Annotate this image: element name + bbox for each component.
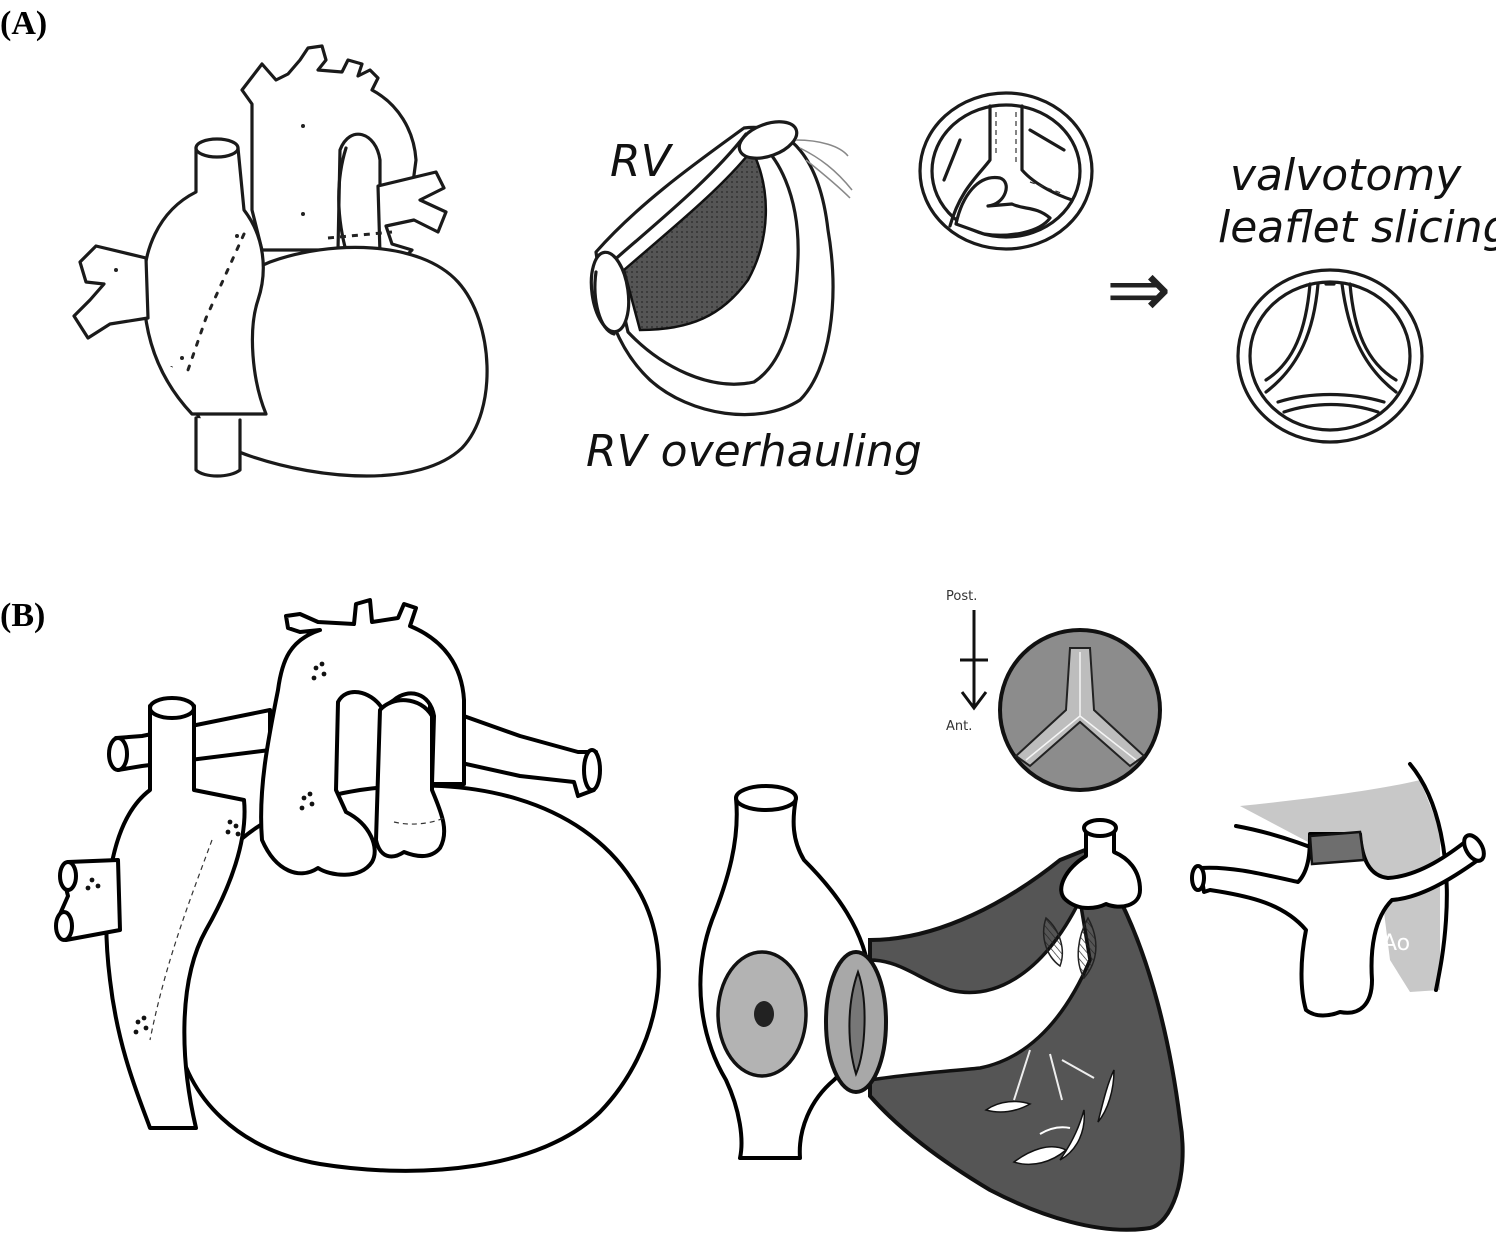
- papillary-slit-1: [984, 1100, 1032, 1113]
- inferior-vena-cava: [194, 416, 242, 478]
- heart-illustration-b: [54, 598, 661, 1173]
- left-pulmonary-artery: [428, 702, 598, 798]
- orientation-ant-label: Ant.: [946, 719, 972, 734]
- opened-valve-after: valvotomy leaflet slicing: [1218, 150, 1496, 444]
- rv-overhauling-sketch: RV RV overhauling: [586, 120, 922, 477]
- orientation-indicator: Post. Ant.: [946, 589, 988, 734]
- hatched-muscle-2: [1077, 916, 1097, 980]
- rv-stipple: [622, 147, 767, 332]
- pa-label: PA: [1312, 931, 1339, 956]
- papillary-slit-4: [1097, 1069, 1115, 1123]
- pulmonary-valve-view: [998, 628, 1162, 792]
- panel-b: (B): [0, 589, 1486, 1232]
- main-pulmonary-artery: [374, 698, 447, 859]
- superior-vena-cava: [141, 146, 268, 416]
- ao-label: Ao: [1382, 931, 1410, 956]
- great-vessels-inset: PA Ao: [1190, 762, 1486, 1018]
- stenotic-valve-before: [918, 91, 1094, 251]
- aortic-arch: [240, 44, 418, 252]
- fused-leaflet: [954, 176, 1052, 237]
- hatched-muscle-1: [1042, 916, 1064, 968]
- leaflet-slicing-caption: leaflet slicing: [1218, 202, 1496, 253]
- orientation-post-label: Post.: [946, 589, 977, 604]
- panel-a: (A): [0, 5, 1496, 478]
- right-pulmonary-veins: [72, 244, 150, 340]
- heart-sketch-a: [72, 44, 489, 478]
- transition-arrow: ⇒: [1106, 245, 1171, 335]
- rv-label: RV: [610, 136, 674, 187]
- aorta-outline: [1408, 762, 1449, 992]
- pulmonary-trunk-view: [1059, 824, 1142, 910]
- papillary-slit-3: [1059, 1109, 1086, 1161]
- panel-a-label: (A): [0, 5, 47, 42]
- aorta-shadow: [1240, 780, 1440, 992]
- ductal-band: [1308, 830, 1366, 866]
- panel-b-label: (B): [0, 597, 45, 634]
- rv-overhauling-caption: RV overhauling: [586, 426, 922, 477]
- valvotomy-caption: valvotomy: [1230, 150, 1462, 201]
- rv-opened-view: [698, 784, 1185, 1232]
